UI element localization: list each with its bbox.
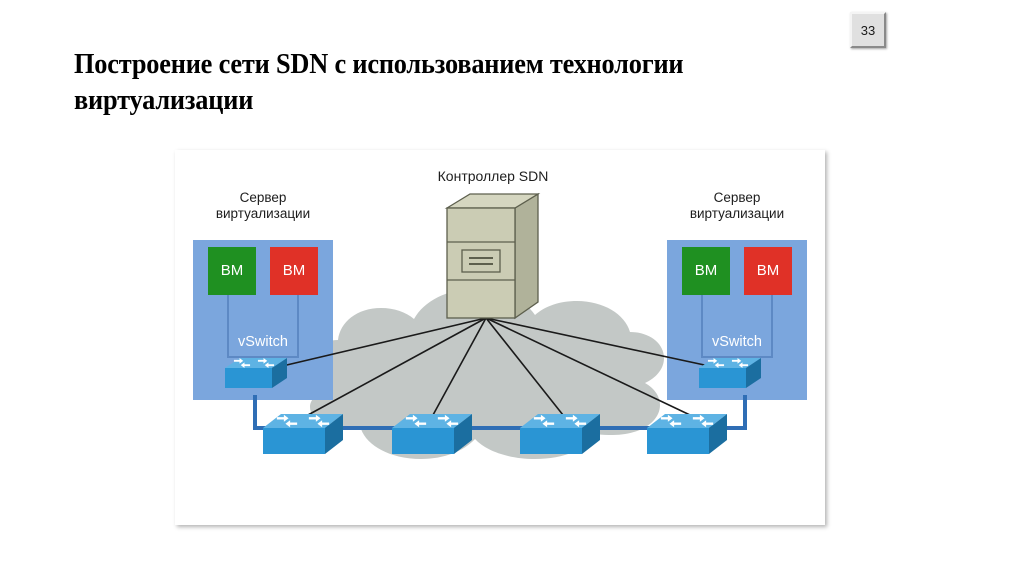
network-switch-icon-cloud-3: [520, 414, 600, 454]
vm-label-red-right: BM: [756, 262, 780, 279]
page-title-line-1: Построение сети SDN с использованием тех…: [74, 49, 684, 80]
server-label-right-line2: виртуализации: [689, 206, 785, 222]
page-title: Построение сети SDN с использованием тех…: [74, 47, 732, 119]
server-label-left-line1: Сервер: [239, 190, 287, 205]
network-switch-icon-cloud-1: [263, 414, 343, 454]
vswitch-label-left: vSwitch: [238, 334, 288, 350]
controller-label: Контроллер SDN: [437, 168, 549, 184]
diagram-frame: Контроллер SDN Сервер виртуализации Серв…: [175, 150, 825, 525]
network-switch-icon-vswitch-left: [225, 358, 287, 388]
vm-box-red-left: [270, 247, 318, 295]
vm-label-green-right: BM: [694, 262, 718, 279]
server-label-left: Сервер виртуализации: [183, 190, 343, 223]
page-number-value: 33: [860, 22, 876, 38]
server-tower-icon: [444, 192, 541, 320]
control-plane-links: [256, 317, 738, 416]
vm-label-red-left: BM: [282, 262, 306, 279]
vm-label-green-left: BM: [220, 262, 244, 279]
page-title-line-2: виртуализации: [74, 84, 254, 116]
sdn-network-diagram: Контроллер SDN Сервер виртуализации Серв…: [175, 150, 825, 525]
vswitch-label-right: vSwitch: [712, 334, 762, 350]
network-switch-icon-cloud-4: [647, 414, 727, 454]
vm-box-green-right: [682, 247, 730, 295]
vm-box-green-left: [208, 247, 256, 295]
page-number-badge: 33: [850, 12, 886, 48]
server-label-right: Сервер виртуализации: [657, 190, 817, 223]
server-label-right-line1: Сервер: [713, 190, 761, 205]
vm-box-red-right: [744, 247, 792, 295]
network-switch-icon-vswitch-right: [699, 358, 761, 388]
network-switch-icon-cloud-2: [392, 414, 472, 454]
server-panel-left: [193, 240, 333, 400]
server-label-left-line2: виртуализации: [215, 206, 311, 222]
